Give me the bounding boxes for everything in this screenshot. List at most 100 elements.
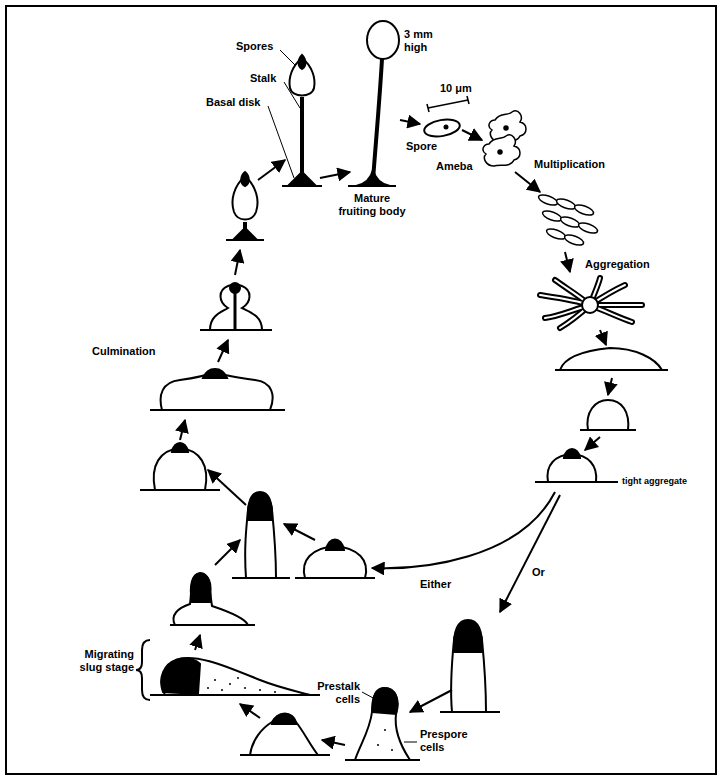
aggregation-streams	[540, 278, 642, 328]
tight-mound	[295, 577, 375, 579]
aggregation-streams	[540, 278, 642, 328]
mid-culminant	[226, 172, 264, 240]
cycle-arrow	[180, 420, 185, 440]
migrating-slug	[237, 677, 239, 679]
stage-label: Spores	[236, 40, 273, 53]
cycle-arrow	[208, 470, 246, 505]
early-culminant	[200, 329, 272, 331]
cycle-arrow	[195, 635, 200, 650]
mature-fruiting-body	[356, 170, 390, 186]
loose-mound	[560, 348, 662, 370]
dividing-cells	[541, 209, 563, 223]
standing-finger	[232, 577, 290, 579]
mature-fruiting-body	[348, 21, 399, 186]
dividing-cells	[577, 221, 599, 235]
spore	[444, 125, 449, 130]
stage-label: tight aggregate	[622, 476, 687, 486]
stage-label: Basal disk	[206, 96, 260, 109]
frame	[6, 6, 716, 774]
ameba	[483, 135, 520, 166]
stage-label: Migrating slug stage	[62, 648, 134, 673]
rising-slug	[191, 573, 211, 602]
scale-bar	[467, 96, 469, 104]
loose-mound	[555, 348, 668, 370]
toppling-finger	[355, 688, 410, 760]
tight-mound	[295, 540, 375, 579]
mature-fruiting-body	[367, 21, 399, 59]
upright-finger	[440, 711, 500, 713]
round-mound	[580, 429, 636, 431]
early-culminant	[230, 283, 240, 293]
early-culminant	[234, 292, 237, 330]
migrating-slug	[229, 683, 231, 685]
tight-aggregate	[535, 481, 618, 483]
dividing-cells	[573, 203, 595, 217]
standing-finger	[232, 492, 290, 578]
late-culminant	[300, 97, 304, 182]
leader-line	[268, 50, 417, 742]
cycle-arrow	[515, 172, 540, 192]
stage-label: Ameba	[436, 160, 473, 173]
scale-bar	[427, 104, 429, 112]
stage-label: Mature fruiting body	[337, 192, 407, 217]
dividing-cells	[537, 193, 599, 247]
migrating-slug	[150, 658, 320, 695]
late-culminant	[282, 185, 322, 187]
late-culminant	[282, 55, 322, 186]
cycle-arrow	[215, 540, 240, 565]
rising-slug	[173, 574, 248, 625]
toppling-finger	[391, 749, 393, 751]
cycle-arrow	[320, 172, 350, 178]
migrating-slug	[259, 689, 261, 691]
cycle-arrow	[608, 378, 612, 395]
bending-slug	[240, 754, 330, 756]
scale-bar	[428, 100, 468, 108]
tipped-mound	[140, 443, 220, 490]
cycle-arrow	[600, 330, 606, 345]
stage-label: Prespore cells	[420, 728, 482, 753]
bending-slug	[240, 714, 330, 756]
stage-label: Or	[532, 566, 545, 579]
mature-fruiting-body	[348, 185, 396, 187]
round-mound	[587, 400, 628, 430]
toppling-finger	[384, 729, 386, 731]
bracket	[136, 640, 150, 700]
dividing-cells	[563, 233, 585, 247]
upright-finger	[454, 620, 482, 652]
tight-mound	[326, 540, 344, 551]
round-mound	[580, 400, 636, 430]
migrating-slug	[207, 687, 209, 689]
cycle-arrow	[500, 495, 560, 612]
cycle-arrow	[585, 437, 600, 450]
migrating-slug	[207, 677, 276, 693]
stage-label: Culmination	[92, 345, 156, 358]
cycle-arrow	[410, 690, 452, 712]
migrating-slug	[162, 658, 310, 695]
migrating-slug	[161, 658, 200, 694]
ameba	[483, 111, 526, 166]
cycle-arrow	[462, 130, 482, 140]
aggregation-streams	[540, 278, 642, 328]
early-culminant	[200, 283, 272, 330]
standing-finger	[248, 492, 272, 520]
cycle-arrow	[400, 120, 420, 124]
mid-culminant	[233, 228, 257, 240]
toppling-finger	[377, 729, 393, 751]
rising-slug	[170, 624, 255, 626]
migrating-slug	[221, 689, 223, 691]
cycle-arrow	[218, 340, 228, 362]
toppling-finger	[373, 688, 398, 714]
tipped-mound	[172, 443, 188, 452]
dividing-cells	[545, 227, 567, 241]
cycle-arrow	[235, 250, 240, 275]
upright-finger	[440, 620, 500, 712]
late-culminant	[299, 55, 306, 69]
cycle-arrow	[240, 704, 260, 718]
scale-bar	[427, 96, 469, 112]
bending-slug	[250, 715, 318, 756]
stage-label: 10 μm	[440, 82, 472, 95]
aggregation-streams	[582, 297, 598, 313]
stage-label: 3 mm high	[404, 28, 438, 53]
spore	[423, 117, 461, 139]
